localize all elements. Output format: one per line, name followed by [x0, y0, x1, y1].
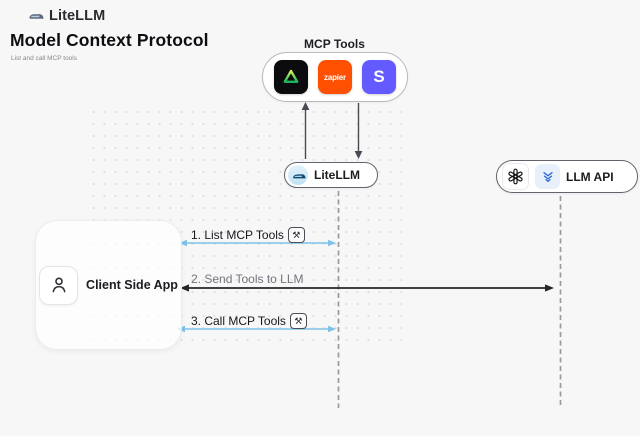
client-node-label: Client Side App [86, 278, 178, 292]
page-title: Model Context Protocol [10, 30, 209, 50]
person-icon [39, 265, 79, 305]
message-1-label: 1. List MCP Tools ⚒ [191, 227, 305, 243]
triangle-tool-icon [274, 60, 308, 94]
message-1-text: 1. List MCP Tools [191, 228, 284, 242]
brand-header: LiteLLM [27, 7, 105, 24]
tools-badge-icon: ⚒ [287, 227, 305, 243]
node-client-side-app: Client Side App [35, 220, 182, 350]
stripe-letter: S [373, 67, 385, 86]
mcp-tools-label: MCP Tools [304, 37, 365, 51]
message-2-text: 2. Send Tools to LLM [191, 272, 304, 286]
litellm-node-label: LiteLLM [314, 168, 360, 182]
message-2-label: 2. Send Tools to LLM [191, 272, 304, 286]
llm-api-node-label: LLM API [566, 169, 614, 184]
tools-badge-icon: ⚒ [289, 313, 307, 329]
llm-provider-icon [535, 164, 560, 189]
litellm-node-icon [288, 165, 308, 185]
page-subtitle: List and call MCP tools [11, 55, 77, 62]
message-3-text: 3. Call MCP Tools [191, 314, 286, 328]
mcp-tools-group: zapier S [262, 52, 408, 102]
node-llm-api: LLM API [496, 160, 638, 193]
brand-name: LiteLLM [49, 7, 106, 24]
openai-icon [502, 163, 529, 190]
zapier-wordmark: zapier [324, 72, 346, 82]
message-3-label: 3. Call MCP Tools ⚒ [191, 313, 307, 329]
stripe-icon: S [362, 60, 396, 94]
node-litellm: LiteLLM [284, 162, 378, 188]
litellm-logo-icon [27, 7, 44, 24]
zapier-icon: zapier [318, 60, 352, 94]
